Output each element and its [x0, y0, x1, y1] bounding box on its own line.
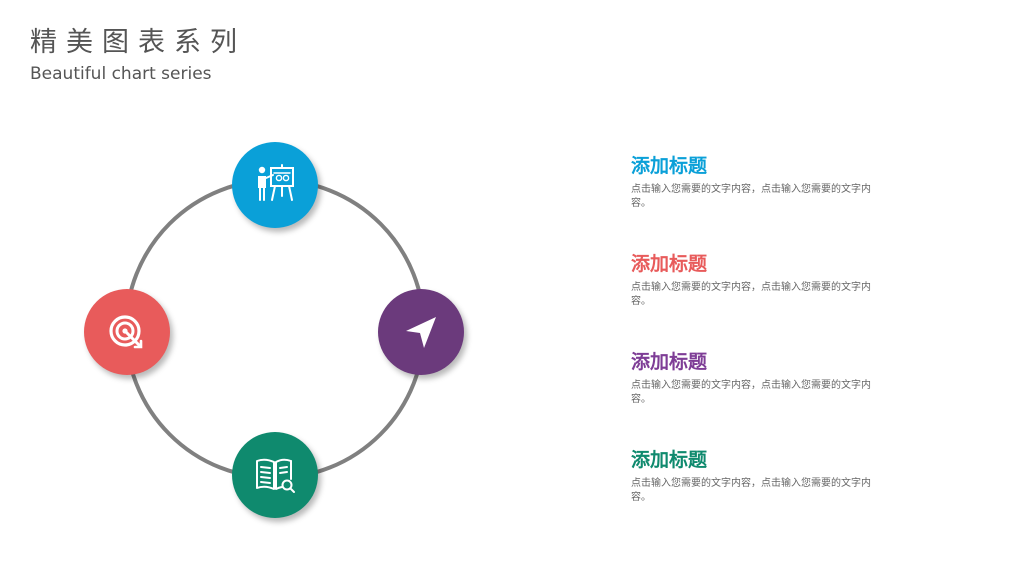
entry-4: 添加标题 点击输入您需要的文字内容，点击输入您需要的文字内容。 [631, 448, 891, 505]
entry-title: 添加标题 [631, 253, 708, 275]
node-left [84, 289, 170, 375]
entry-text: 点击输入您需要的文字内容，点击输入您需要的文字内容。 [631, 380, 871, 405]
target-icon [109, 315, 143, 349]
node-top [232, 142, 318, 228]
node-bottom [232, 432, 318, 518]
entry-text: 点击输入您需要的文字内容，点击输入您需要的文字内容。 [631, 478, 871, 503]
entry-3: 添加标题 点击输入您需要的文字内容，点击输入您需要的文字内容。 [631, 350, 891, 407]
entry-text: 点击输入您需要的文字内容，点击输入您需要的文字内容。 [631, 184, 871, 209]
page-subtitle: Beautiful chart series [30, 64, 212, 84]
navigation-arrow-icon [406, 317, 436, 348]
entry-title: 添加标题 [631, 155, 708, 177]
entry-text: 点击输入您需要的文字内容，点击输入您需要的文字内容。 [631, 282, 871, 307]
node-right [378, 289, 464, 375]
book-search-icon [256, 458, 295, 493]
entry-2: 添加标题 点击输入您需要的文字内容，点击输入您需要的文字内容。 [631, 252, 891, 309]
entry-title: 添加标题 [631, 351, 708, 373]
entry-1: 添加标题 点击输入您需要的文字内容，点击输入您需要的文字内容。 [631, 154, 891, 211]
entry-title: 添加标题 [631, 449, 708, 471]
presenter-board-icon [258, 164, 294, 201]
page-title: 精美图表系列 [30, 27, 246, 58]
